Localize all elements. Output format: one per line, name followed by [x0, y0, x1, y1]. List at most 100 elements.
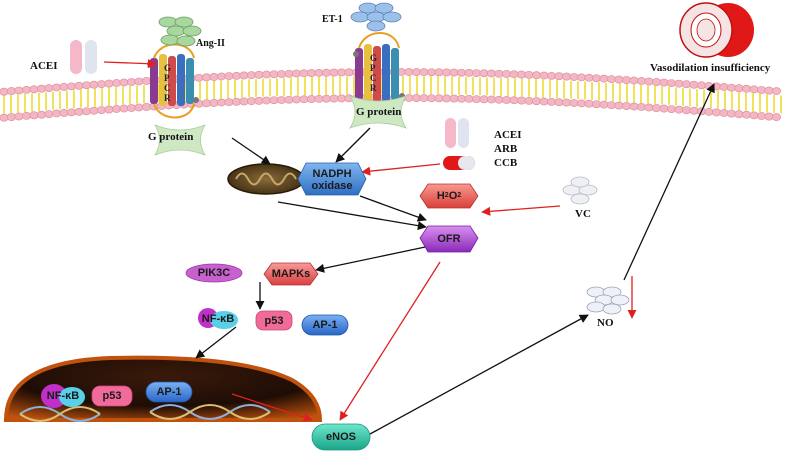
h2o2-sub-2: 2 [457, 192, 462, 199]
lipid-head [546, 71, 556, 80]
lipid-head [276, 96, 286, 104]
lipid-head [321, 94, 331, 103]
lipid-head [569, 73, 579, 81]
lipid-head [726, 83, 736, 92]
gpcr-right-letter-g: G [370, 53, 378, 63]
lipid-head [471, 95, 481, 103]
lipid-head [711, 108, 721, 117]
gpcr-left-letter-p: P [164, 73, 170, 83]
lipid-head [584, 99, 594, 108]
lipid-head [726, 109, 736, 118]
lipid-head [591, 100, 601, 109]
lipid-head [127, 104, 137, 112]
lipid-head [202, 73, 212, 82]
lipid-head [44, 84, 54, 93]
lipid-head [142, 77, 152, 85]
lipid-head [314, 94, 324, 103]
lipid-head [299, 69, 309, 78]
drug-list: ACEI ARB CCB [494, 128, 522, 170]
lipid-head [659, 104, 669, 113]
gpcr-left-letters: G P C R [164, 63, 171, 103]
lipid-head [486, 95, 496, 104]
lipid-head [299, 95, 309, 104]
lipid-head [681, 106, 691, 115]
lipid-head [561, 98, 571, 107]
lipid-head [629, 76, 639, 85]
h2o2-sub-1: 2 [444, 192, 449, 199]
vc-tablets [562, 176, 598, 205]
nucleus-ap1-node: AP-1 [156, 386, 182, 398]
lipid-head [321, 68, 331, 77]
g-protein-left-label: G protein [148, 131, 194, 143]
lipid-head [486, 69, 496, 78]
lipid-head [651, 78, 661, 86]
ang-ii-ligand [158, 16, 202, 47]
lipid-head [134, 103, 144, 112]
lipid-head [464, 95, 474, 103]
lipid-head [314, 68, 324, 77]
lipid-head [97, 80, 107, 89]
lipid-head [261, 70, 271, 79]
lipid-head [194, 73, 204, 82]
lipid-head [97, 106, 107, 115]
lipid-head [531, 71, 541, 80]
lipid-head [0, 113, 9, 122]
lipid-head [666, 105, 676, 114]
lipid-head [531, 97, 541, 106]
lipid-head [771, 113, 781, 122]
lipid-head [51, 109, 61, 118]
lipid-head [232, 71, 242, 80]
lipid-head [719, 83, 729, 91]
lipid-head [127, 78, 137, 86]
ofr-node: OFR [437, 233, 461, 245]
lipid-head [689, 80, 699, 89]
nucleus-nfkb-node: NF-κB [46, 390, 80, 402]
lipid-head [434, 94, 444, 103]
lipid-head [306, 95, 316, 103]
gpcr-left-letter-g: G [164, 63, 172, 73]
lipid-head [74, 81, 84, 90]
black-arrows [195, 83, 715, 435]
lipid-head [269, 70, 279, 79]
lipid-head [404, 94, 414, 102]
pik3c-node: PIK3C [197, 267, 231, 279]
lipid-head [599, 100, 609, 109]
lipid-head [7, 113, 16, 121]
lipid-head [411, 68, 421, 76]
lipid-head [59, 83, 69, 91]
g-protein-right-label: G protein [356, 106, 402, 118]
lipid-head [591, 74, 601, 83]
lipid-head [621, 76, 631, 84]
lipid-head [419, 68, 429, 77]
g-protein-right-shape [349, 95, 407, 129]
lipid-head [344, 68, 354, 77]
lipid-head [689, 106, 699, 115]
nadph-label-line1: NADPH [312, 168, 352, 180]
lipid-head [426, 68, 436, 77]
nfkb-node: NF-κB [201, 313, 235, 325]
lipid-head [659, 78, 669, 87]
drug-pills [443, 118, 475, 170]
ang-ii-label: Ang-II [196, 38, 225, 49]
lipid-head [614, 101, 624, 110]
lipid-head [636, 77, 646, 85]
lipid-head [756, 112, 766, 120]
lipid-head [719, 109, 729, 117]
nadph-oxidase-node: NADPH oxidase [300, 166, 364, 194]
lipid-head [681, 80, 691, 89]
lipid-head [51, 83, 61, 92]
lipid-head [67, 108, 77, 117]
lipid-head [696, 81, 706, 90]
lipid-head [749, 111, 759, 120]
lipid-head [599, 74, 609, 83]
lipid-head [441, 68, 451, 77]
lipid-head [621, 102, 631, 110]
mitochondrion [227, 163, 305, 195]
lipid-head [644, 77, 654, 86]
lipid-head [284, 69, 294, 78]
lipid-head [217, 98, 227, 107]
p53-node: p53 [264, 314, 284, 327]
lipid-head [756, 86, 766, 94]
node-shapes [41, 162, 479, 451]
